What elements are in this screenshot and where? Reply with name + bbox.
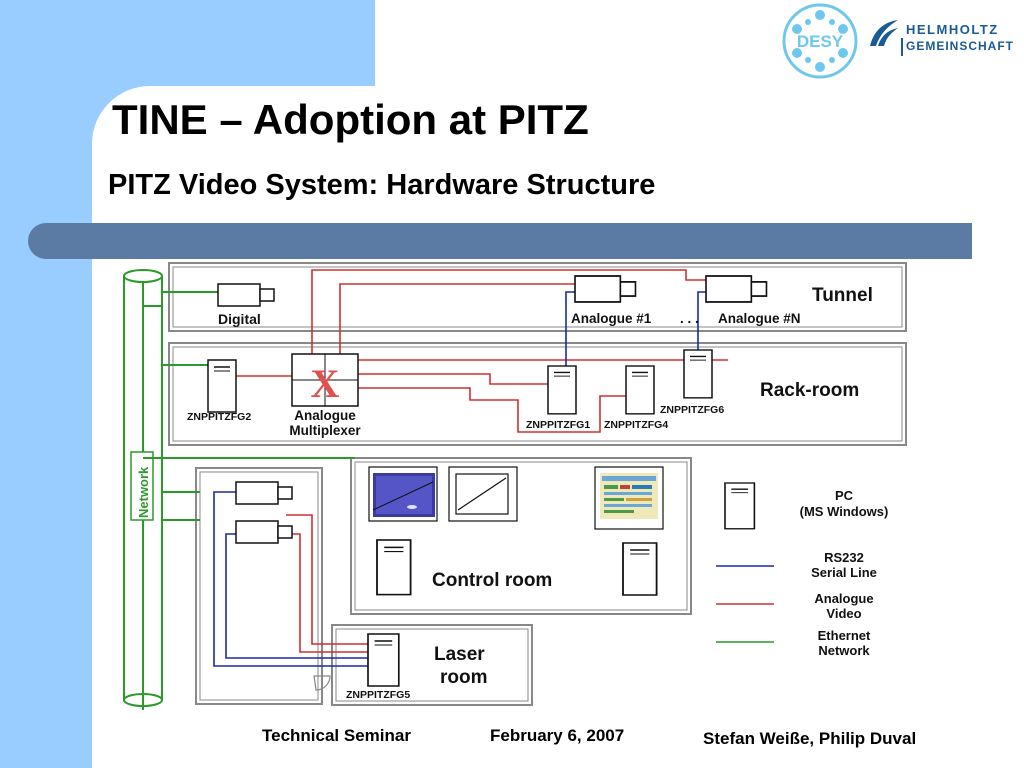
legend-pc-label-2: (MS Windows) bbox=[800, 504, 889, 519]
analogue-1-label: Analogue #1 bbox=[571, 311, 652, 326]
control-pc-2-icon bbox=[622, 542, 658, 596]
legend-ethernet-label-1: Ethernet bbox=[818, 628, 871, 643]
multiplexer-x-mark: X bbox=[311, 361, 340, 406]
legend-ethernet-label-2: Network bbox=[818, 643, 870, 658]
legend-pc-icon bbox=[724, 482, 756, 530]
legend-analogue-label-2: Video bbox=[826, 606, 861, 621]
control-pc-1-icon bbox=[376, 539, 412, 596]
tunnel-label: Tunnel bbox=[812, 285, 873, 306]
analogue-camera-1-icon bbox=[574, 275, 637, 303]
laser-area-box bbox=[195, 467, 323, 705]
pc-znppitzfg6-label: ZNPPITZFG6 bbox=[660, 404, 724, 416]
network-backbone: Network bbox=[123, 269, 163, 710]
tunnel-box bbox=[168, 262, 907, 332]
pc-znppitzfg2-icon bbox=[207, 359, 237, 413]
pc-znppitzfg5-label: ZNPPITZFG5 bbox=[346, 689, 410, 701]
laser-room-label-1: Laser bbox=[434, 644, 485, 665]
pc-znppitzfg1-label: ZNPPITZFG1 bbox=[526, 419, 590, 431]
footer-event: Technical Seminar bbox=[262, 726, 411, 745]
laser-camera-2-icon bbox=[235, 520, 293, 544]
legend-pc-label-1: PC bbox=[835, 488, 854, 503]
multiplexer-label-1: Analogue bbox=[294, 408, 356, 423]
laser-room-box bbox=[331, 624, 533, 706]
rack-room-label: Rack-room bbox=[760, 380, 859, 401]
ellipsis-label: . . . bbox=[680, 311, 699, 326]
helmholtz-divider bbox=[901, 38, 903, 56]
door-icon bbox=[313, 675, 331, 691]
desy-logo: DESY bbox=[782, 3, 858, 79]
pc-znppitzfg4-icon bbox=[625, 365, 655, 415]
rs232-lines bbox=[213, 291, 706, 667]
legend-rs232-label-1: RS232 bbox=[824, 550, 864, 565]
control-monitor-3 bbox=[594, 466, 664, 530]
network-label: Network bbox=[136, 466, 151, 518]
ethernet-lines bbox=[143, 291, 355, 521]
helmholtz-name: HELMHOLTZ bbox=[906, 22, 999, 37]
footer-authors: Stefan Weiße, Philip Duval bbox=[703, 729, 917, 748]
control-room-label: Control room bbox=[432, 570, 552, 591]
title-divider-bar bbox=[28, 223, 972, 259]
digital-camera-icon bbox=[217, 283, 275, 307]
svg-text:DESY: DESY bbox=[797, 32, 844, 51]
footer-date: February 6, 2007 bbox=[490, 726, 625, 745]
analogue-multiplexer: X bbox=[291, 353, 359, 407]
laser-camera-1-icon bbox=[235, 481, 293, 505]
slide-title: TINE – Adoption at PITZ bbox=[112, 96, 589, 143]
helmholtz-gemeinschaft: GEMEINSCHAFT bbox=[906, 39, 1014, 53]
legend-rs232-label-2: Serial Line bbox=[811, 565, 877, 580]
helmholtz-logo-mark bbox=[870, 20, 898, 46]
pc-znppitzfg5-icon bbox=[367, 633, 400, 687]
pc-znppitzfg1-icon bbox=[547, 365, 577, 415]
pc-znppitzfg6-icon bbox=[683, 349, 713, 399]
analogue-n-label: Analogue #N bbox=[718, 311, 801, 326]
legend-analogue-label-1: Analogue bbox=[814, 591, 873, 606]
pc-znppitzfg4-label: ZNPPITZFG4 bbox=[604, 419, 668, 431]
analogue-camera-n-icon bbox=[705, 275, 768, 303]
control-monitor-2 bbox=[448, 466, 518, 522]
multiplexer-label-2: Multiplexer bbox=[289, 423, 361, 438]
content-area bbox=[92, 86, 1024, 768]
rack-room-box bbox=[168, 342, 907, 446]
control-monitor-1 bbox=[368, 466, 438, 522]
slide-subtitle: PITZ Video System: Hardware Structure bbox=[108, 169, 656, 201]
digital-camera-label: Digital bbox=[218, 311, 261, 327]
laser-room-label-2: room bbox=[440, 667, 488, 688]
control-room-box bbox=[350, 457, 692, 615]
pc-znppitzfg2-label: ZNPPITZFG2 bbox=[187, 411, 251, 423]
